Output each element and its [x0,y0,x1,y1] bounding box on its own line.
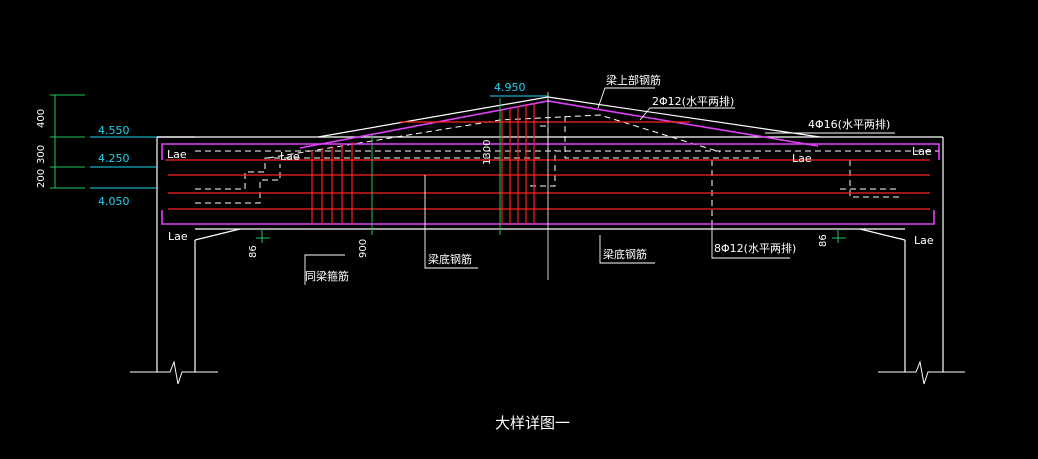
lae-label-4: Lae [792,152,812,165]
elevation-4550: 4.550 [98,124,130,137]
label-stirrup-same: 同梁箍筋 [305,269,349,283]
lae-label-2: Lae [280,150,300,163]
label-4phi16: 4Φ16(水平两排) [808,117,890,131]
drawing-title: 大样详图一 [495,414,570,432]
dim-86-left: 86 [248,245,259,258]
right-column [904,137,944,372]
label-bottom-rebar-right: 梁底钢筋 [603,247,647,261]
left-column [156,136,196,372]
dim-1300: 1300 [482,140,493,165]
left-ground-break [130,360,218,385]
lae-label-6: Lae [914,234,934,247]
dim-200: 200 [36,169,47,188]
lae-label-3: Lae [168,230,188,243]
label-2phi12: 2Φ12(水平两排) [652,94,734,108]
elevation-4050: 4.050 [98,195,130,208]
dim-86-right: 86 [818,234,829,247]
green-dims [50,94,846,243]
red-longitudinal-bars [165,103,930,225]
label-top-rebar: 梁上部钢筋 [606,73,661,87]
leader-lines [304,87,895,285]
dim-900: 900 [358,239,369,258]
lae-label-5: Lae [912,145,932,158]
lae-label-1: Lae [167,148,187,161]
right-ground-break [878,360,965,385]
elevation-leaders [90,95,548,189]
label-bottom-rebar-left: 梁底钢筋 [428,252,472,266]
elevation-4250: 4.250 [98,152,130,165]
dim-300: 300 [36,145,47,164]
label-8phi12: 8Φ12(水平两排) [714,241,796,255]
elevation-top: 4.950 [494,81,526,94]
dim-400: 400 [36,109,47,128]
